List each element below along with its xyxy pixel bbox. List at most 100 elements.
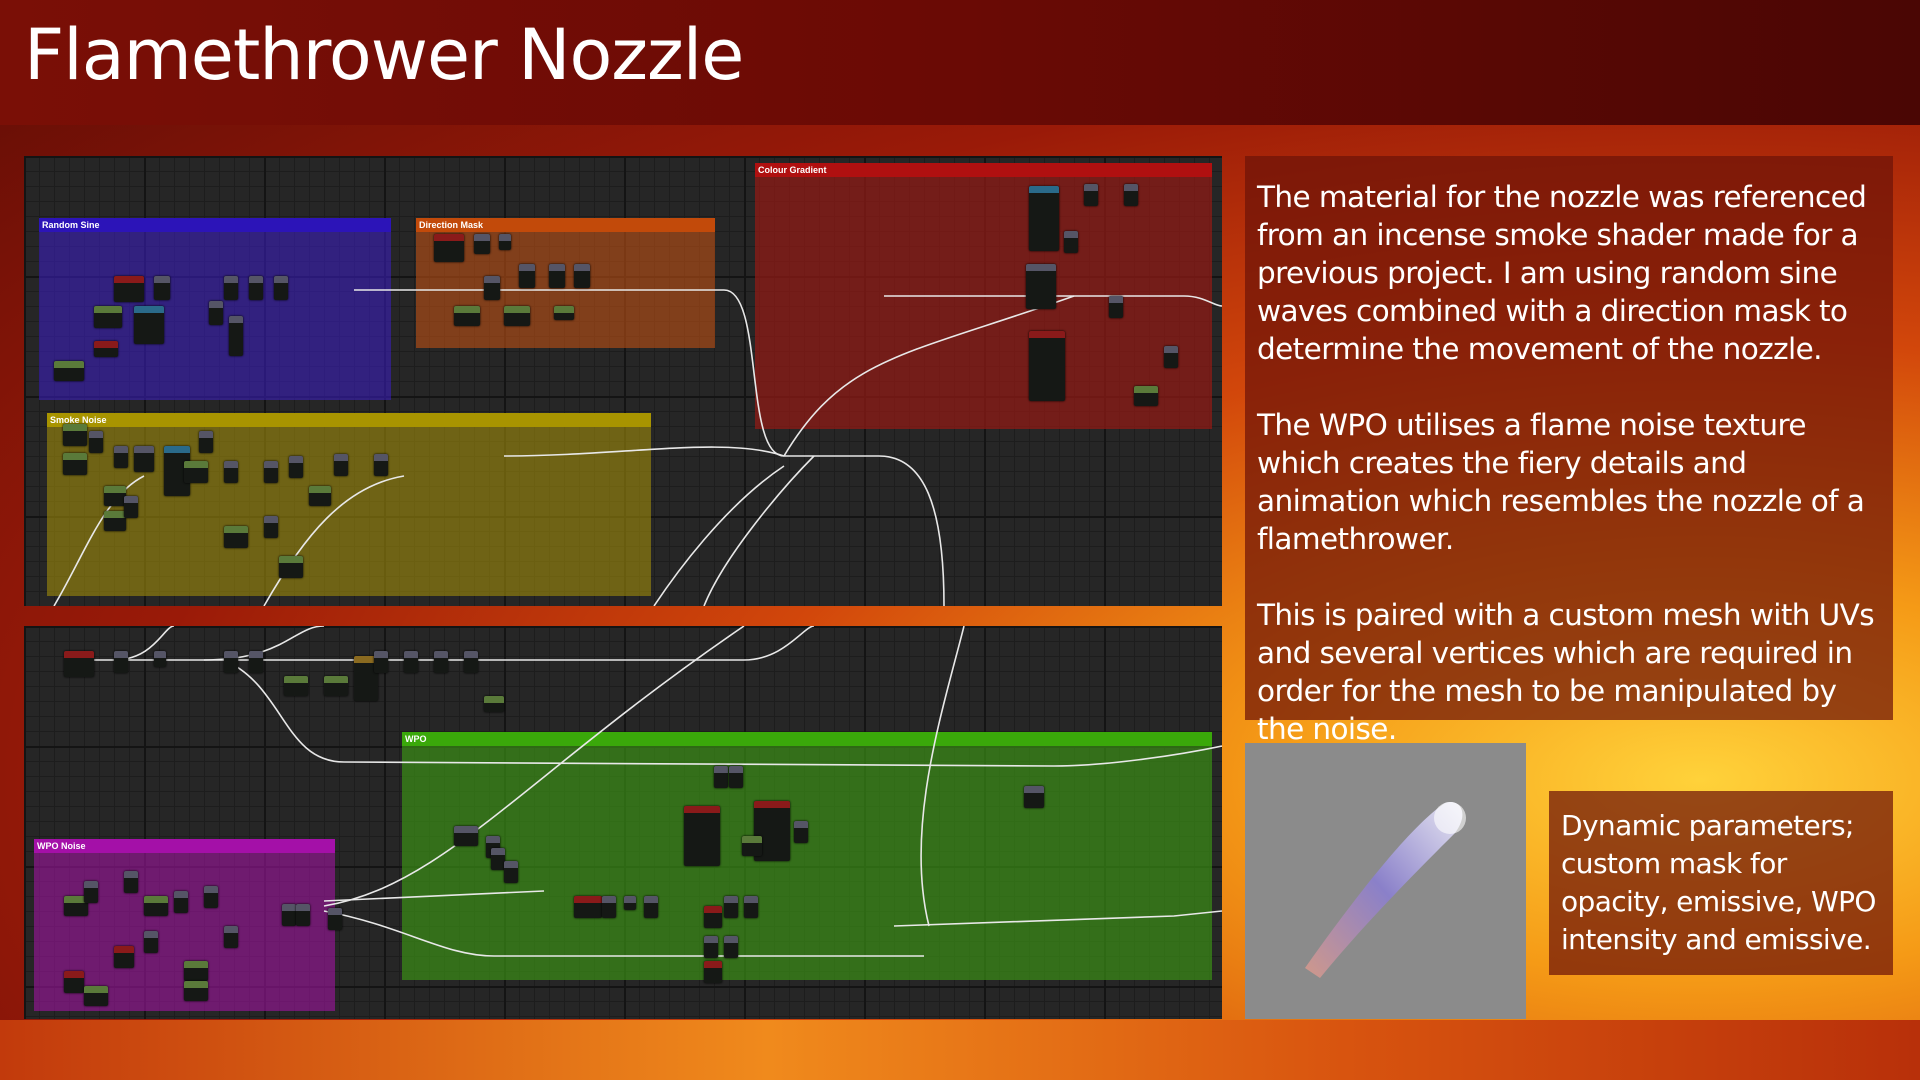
material-node[interactable]: [64, 651, 94, 677]
material-node[interactable]: [54, 361, 84, 381]
material-node[interactable]: [94, 306, 122, 328]
material-node[interactable]: [144, 931, 158, 953]
material-node[interactable]: [249, 276, 263, 300]
material-node[interactable]: [1029, 186, 1059, 251]
material-node[interactable]: [334, 454, 348, 476]
material-node[interactable]: [704, 936, 718, 958]
material-node[interactable]: [154, 276, 170, 300]
material-node[interactable]: [1024, 786, 1044, 808]
material-node[interactable]: [404, 651, 418, 673]
material-node[interactable]: [504, 861, 518, 883]
material-node[interactable]: [274, 276, 288, 300]
material-node[interactable]: [154, 651, 166, 667]
material-node[interactable]: [704, 961, 722, 983]
material-node[interactable]: [124, 496, 138, 518]
material-node[interactable]: [324, 676, 348, 696]
material-node[interactable]: [289, 456, 303, 478]
material-node[interactable]: [794, 821, 808, 843]
material-node[interactable]: [279, 556, 303, 578]
material-node[interactable]: [309, 486, 331, 506]
material-node[interactable]: [1029, 331, 1065, 401]
material-node[interactable]: [554, 306, 574, 320]
material-node[interactable]: [574, 264, 590, 288]
material-node[interactable]: [64, 971, 84, 993]
material-node[interactable]: [84, 881, 98, 903]
material-node[interactable]: [742, 836, 762, 856]
material-node[interactable]: [549, 264, 565, 288]
material-node[interactable]: [144, 896, 168, 916]
material-node[interactable]: [264, 461, 278, 483]
material-node[interactable]: [249, 651, 263, 673]
material-node[interactable]: [504, 306, 530, 326]
material-node[interactable]: [328, 908, 342, 930]
material-node[interactable]: [134, 446, 154, 472]
material-node[interactable]: [224, 651, 238, 673]
material-node[interactable]: [499, 234, 511, 250]
material-node[interactable]: [434, 651, 448, 673]
material-node[interactable]: [704, 906, 722, 928]
material-node[interactable]: [134, 306, 164, 344]
material-node[interactable]: [484, 696, 504, 712]
material-node[interactable]: [484, 276, 500, 300]
material-node[interactable]: [1084, 184, 1098, 206]
material-node[interactable]: [282, 904, 296, 926]
material-node[interactable]: [89, 431, 103, 453]
description-paragraph: This is paired with a custom mesh with U…: [1257, 598, 1875, 746]
material-node[interactable]: [224, 926, 238, 948]
material-node[interactable]: [264, 516, 278, 538]
material-node[interactable]: [114, 946, 134, 968]
material-node[interactable]: [84, 986, 108, 1006]
comment-wpo[interactable]: WPO: [402, 732, 1212, 980]
material-node[interactable]: [724, 936, 738, 958]
material-node[interactable]: [64, 896, 88, 916]
material-node[interactable]: [224, 526, 248, 548]
material-node[interactable]: [104, 511, 126, 531]
material-node[interactable]: [174, 891, 188, 913]
material-node[interactable]: [104, 486, 126, 506]
material-node[interactable]: [229, 316, 243, 356]
comment-smoke-noise[interactable]: Smoke Noise: [47, 413, 651, 596]
material-node[interactable]: [602, 896, 616, 918]
material-node[interactable]: [574, 896, 602, 918]
material-node[interactable]: [284, 676, 308, 696]
material-node[interactable]: [374, 454, 388, 476]
material-node[interactable]: [729, 766, 743, 788]
material-node[interactable]: [1064, 231, 1078, 253]
material-node[interactable]: [1026, 264, 1056, 309]
material-node[interactable]: [1124, 184, 1138, 206]
material-node[interactable]: [464, 651, 478, 673]
material-node[interactable]: [114, 446, 128, 468]
material-node[interactable]: [744, 896, 758, 918]
material-node[interactable]: [454, 306, 480, 326]
material-node[interactable]: [644, 896, 658, 918]
material-node[interactable]: [63, 424, 87, 446]
material-node[interactable]: [724, 896, 738, 918]
material-node[interactable]: [434, 234, 464, 262]
material-node[interactable]: [63, 453, 87, 475]
material-node[interactable]: [204, 886, 218, 908]
material-node[interactable]: [296, 904, 310, 926]
material-node[interactable]: [124, 871, 138, 893]
material-node[interactable]: [474, 234, 490, 254]
material-node[interactable]: [184, 981, 208, 1001]
material-node[interactable]: [114, 276, 144, 302]
material-node[interactable]: [224, 276, 238, 300]
material-node[interactable]: [114, 651, 128, 673]
material-node[interactable]: [624, 896, 636, 910]
material-node[interactable]: [184, 961, 208, 981]
material-node[interactable]: [374, 651, 388, 673]
material-node[interactable]: [224, 461, 238, 483]
material-node[interactable]: [684, 806, 720, 866]
material-node[interactable]: [199, 431, 213, 453]
material-node[interactable]: [491, 848, 505, 870]
material-node[interactable]: [1109, 296, 1123, 318]
material-node[interactable]: [714, 766, 728, 788]
material-node[interactable]: [184, 461, 208, 483]
material-node[interactable]: [519, 264, 535, 288]
comment-direction-mask[interactable]: Direction Mask: [416, 218, 715, 348]
material-node[interactable]: [1134, 386, 1158, 406]
material-node[interactable]: [209, 301, 223, 325]
material-node[interactable]: [1164, 346, 1178, 368]
material-node[interactable]: [454, 826, 478, 846]
material-node[interactable]: [94, 341, 118, 357]
